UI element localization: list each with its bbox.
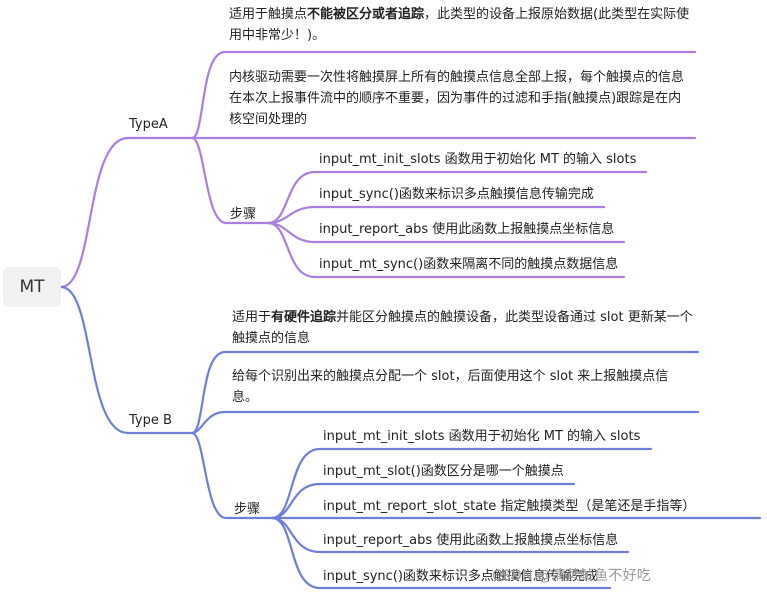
edge-typeB-note2 bbox=[190, 410, 700, 435]
branch-label-typeA[interactable]: TypeA bbox=[129, 117, 168, 132]
typeA-step-3: input_report_abs 使用此函数上报触摸点坐标信息 bbox=[319, 222, 615, 237]
edge-typeB-step5 bbox=[270, 516, 612, 590]
typeB-note-1-pre: 适用于 bbox=[232, 310, 272, 325]
typeB-step-1: input_mt_init_slots 函数用于初始化 MT 的输入 slots bbox=[323, 429, 641, 444]
edge-root-typeB bbox=[59, 285, 130, 435]
edge-typeA-note1 bbox=[190, 50, 697, 140]
edge-typeA-step4 bbox=[266, 221, 626, 279]
typeB-step-5: input_sync()函数来标识多点触摸信息传输完成 bbox=[323, 569, 598, 584]
typeB-note-1-post: 并能区分触摸点的触摸设备，此类型设备通过 slot 更新某一个触摸点的信息 bbox=[232, 310, 693, 346]
typeA-note-1-bold: 不能被区分或者追踪 bbox=[307, 7, 425, 22]
edge-typeB-note1 bbox=[190, 350, 700, 435]
edge-typeA-step2 bbox=[266, 205, 606, 225]
typeA-note-1: 适用于触摸点不能被区分或者追踪，此类型的设备上报原始数据(此类型在实际使用中非常… bbox=[229, 4, 695, 46]
typeA-steps-label[interactable]: 步骤 bbox=[230, 207, 257, 222]
edge-typeA-steps bbox=[190, 136, 270, 225]
edge-typeB-steps bbox=[190, 431, 274, 520]
typeA-step-1: input_mt_init_slots 函数用于初始化 MT 的输入 slots bbox=[319, 152, 637, 167]
root-node-mt[interactable]: MT bbox=[3, 267, 61, 307]
typeB-step-2: input_mt_slot()函数区分是哪一个触摸点 bbox=[323, 464, 564, 479]
branch-label-typeB[interactable]: Type B bbox=[129, 413, 172, 428]
edge-root-typeA bbox=[59, 136, 130, 289]
typeB-steps-label[interactable]: 步骤 bbox=[234, 502, 261, 517]
typeB-step-3: input_mt_report_slot_state 指定触摸类型（是笔还是手指… bbox=[323, 499, 696, 514]
typeB-note-2: 给每个识别出来的触摸点分配一个 slot，后面使用这个 slot 来上报触摸点信… bbox=[232, 369, 669, 405]
edge-typeB-step2 bbox=[270, 482, 576, 520]
typeA-step-4: input_mt_sync()函数来隔离不同的触摸点数据信息 bbox=[319, 257, 619, 272]
typeA-note-1-post: ，此类型的设备上报原始数据(此类型在实际使用中非常少！)。 bbox=[229, 7, 690, 43]
typeB-note-1: 适用于有硬件追踪并能区分触摸点的触摸设备，此类型设备通过 slot 更新某一个触… bbox=[232, 307, 694, 349]
typeB-step-4: input_report_abs 使用此函数上报触摸点坐标信息 bbox=[323, 533, 619, 548]
edge-typeB-step1 bbox=[270, 447, 653, 520]
typeA-step-2: input_sync()函数来标识多点触摸信息传输完成 bbox=[319, 187, 594, 202]
typeA-note-1-pre: 适用于触摸点 bbox=[229, 7, 308, 22]
watermark: CSDN @清蒸鲈鱼不好吃 bbox=[492, 568, 651, 584]
typeB-note-1-bold: 有硬件追踪 bbox=[271, 310, 337, 325]
edge-typeA-step1 bbox=[266, 170, 648, 225]
typeA-note-2: 内核驱动需要一次性将触摸屏上所有的触摸点信息全部上报，每个触摸点的信息在本次上报… bbox=[229, 70, 685, 127]
